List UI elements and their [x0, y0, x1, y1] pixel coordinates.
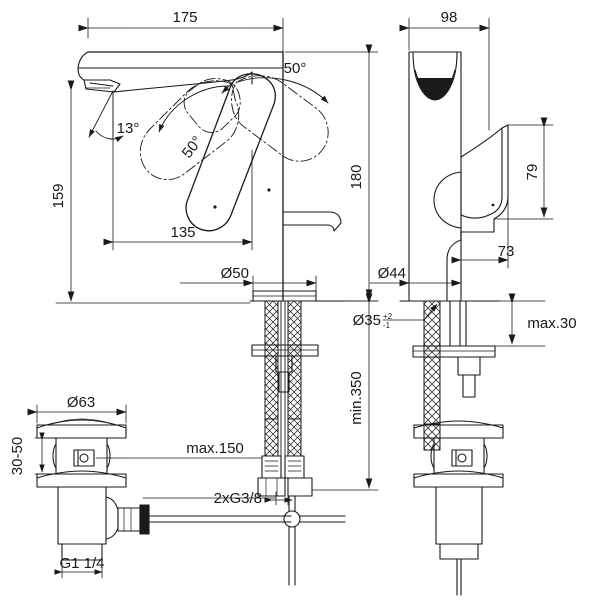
label-spout-angle: 13° [117, 120, 140, 137]
dim-waste-thread [54, 561, 103, 579]
label-overall-width: 175 [172, 9, 197, 26]
label-projection: 135 [170, 224, 195, 241]
lever-phantom-left-lobe [139, 80, 240, 180]
lever-handle-front [185, 73, 276, 232]
dim-hole-diameter [382, 303, 438, 321]
dim-lever-projection [451, 195, 509, 269]
lever-phantom-right [231, 75, 329, 162]
angle-arc-right [237, 77, 329, 104]
dim-base-diameter-side [369, 275, 462, 292]
dim-waste-adjust-range [34, 432, 55, 475]
label-base-diameter: Ø50 [221, 265, 249, 282]
label-rod-length: max.150 [186, 440, 244, 457]
label-hole-tolerance-plus: +2 [383, 312, 393, 321]
label-waste-adjust-range: 30-50 [9, 437, 26, 475]
label-hose-length: min.350 [348, 371, 365, 424]
label-spout-height: 159 [50, 183, 67, 208]
angle-arc-left [158, 83, 232, 133]
dimension-labels: 175 98 159 180 135 Ø50 Ø44 73 79 min.350… [9, 9, 577, 572]
label-body-height: 180 [348, 164, 365, 189]
label-lever-angle-right: 50° [284, 60, 307, 77]
aux-lever-front [282, 211, 342, 232]
dim-worktop-thickness [494, 293, 546, 347]
label-hole-tolerance-minus: -1 [383, 321, 391, 330]
front-view-mixer [77, 51, 284, 301]
dim-supply-thread [142, 491, 293, 506]
label-supply-thread: 2xG3/8 [214, 490, 262, 507]
dim-spout-height [55, 80, 251, 304]
label-side-width: 98 [441, 9, 458, 26]
dim-base-diameter [179, 275, 317, 292]
label-base-diameter-side: Ø44 [378, 265, 406, 282]
dim-lever-height [493, 117, 554, 220]
label-lever-projection: 73 [498, 243, 515, 260]
dim-side-width [399, 17, 490, 131]
waste-front-view [413, 420, 504, 596]
label-worktop-thickness: max.30 [527, 315, 576, 332]
label-hole-diameter: Ø35 [353, 312, 381, 329]
dim-projection [103, 93, 253, 251]
side-view-mixer [408, 51, 509, 302]
label-lever-height: 79 [524, 164, 541, 181]
label-waste-flange-diameter: Ø63 [67, 394, 95, 411]
label-lever-angle-left: 50° [179, 133, 206, 161]
dim-overall-width [78, 17, 284, 53]
lever-phantom-left [183, 78, 241, 133]
dim-waste-flange-diameter [27, 404, 127, 424]
dim-hose-length [311, 293, 379, 491]
label-hole-diameter-group: Ø35 +2 -1 [353, 312, 393, 330]
label-waste-thread: G1 1/4 [59, 555, 104, 572]
front-undercounter-assembly [249, 290, 346, 497]
